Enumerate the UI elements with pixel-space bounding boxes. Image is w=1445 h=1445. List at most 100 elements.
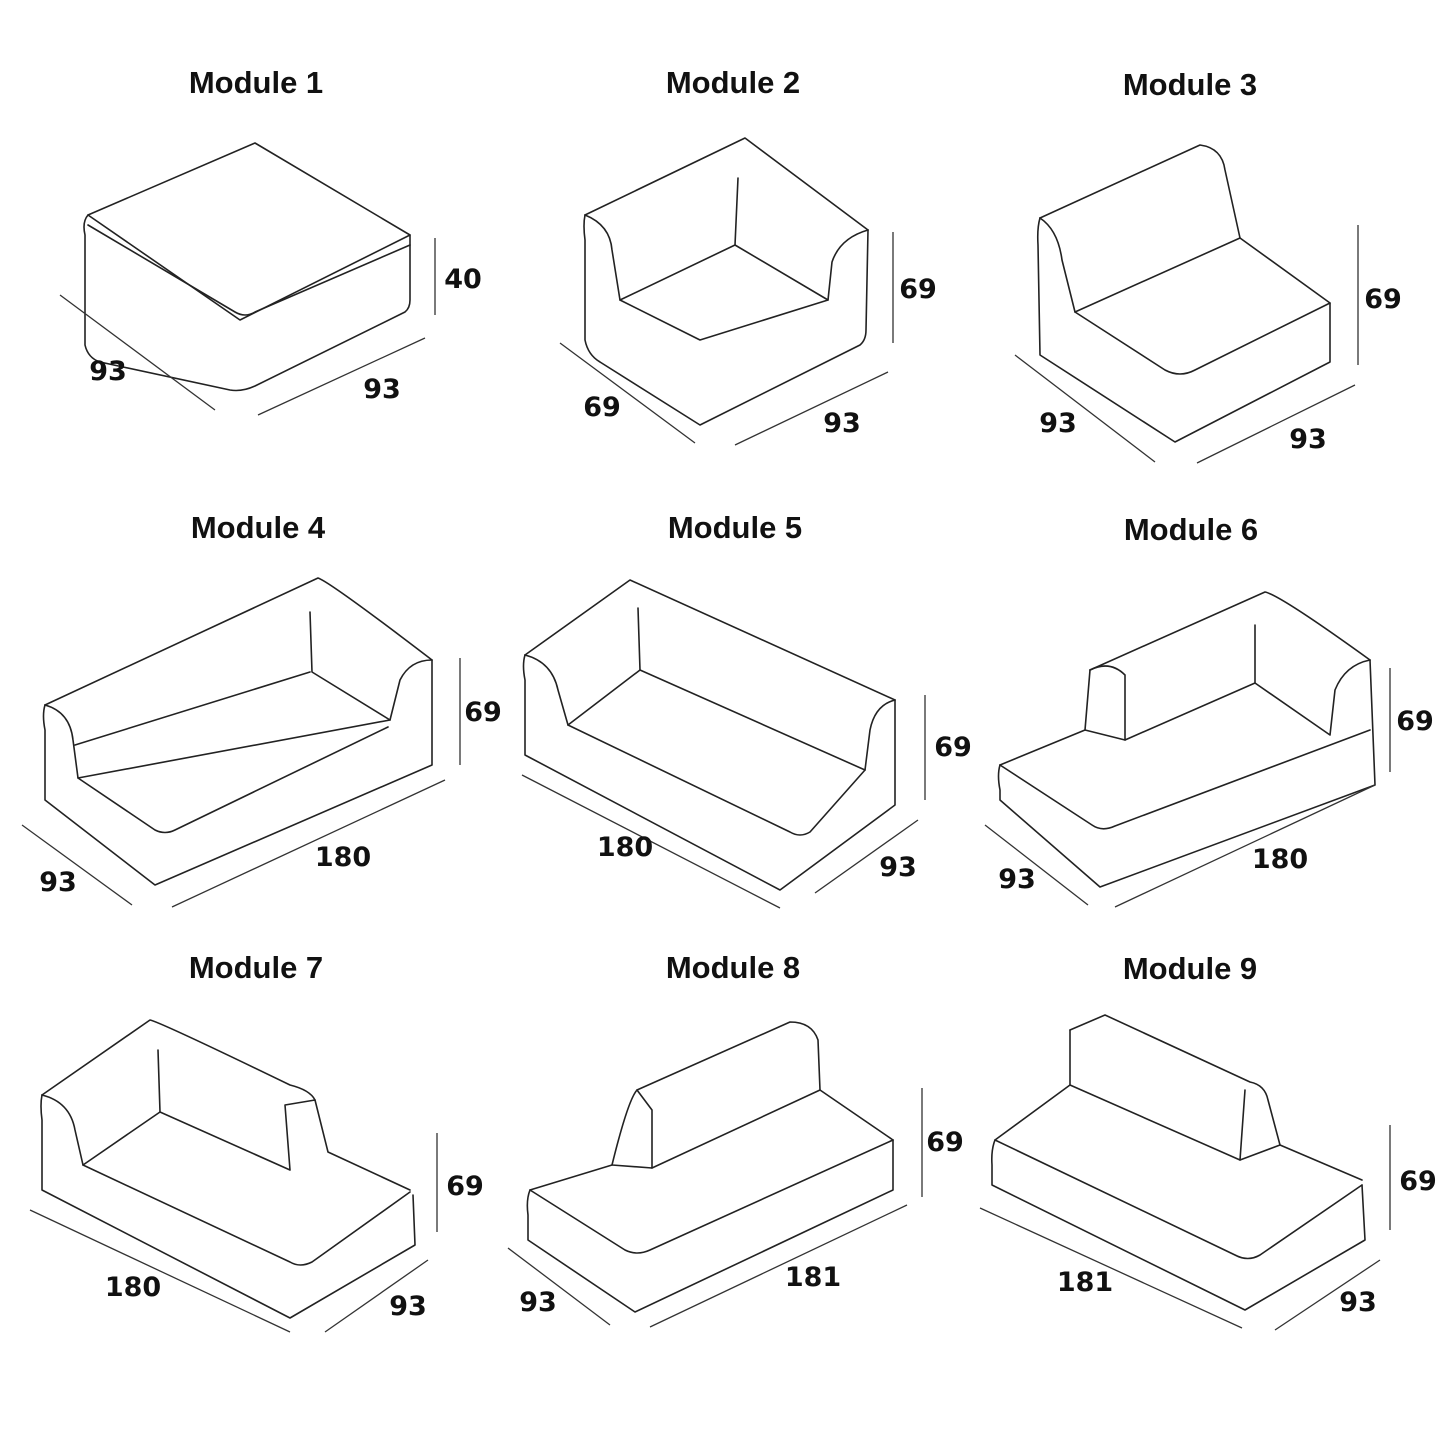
sofa-outline	[44, 659, 433, 779]
height-label: 69	[1399, 1166, 1437, 1197]
sofa-outline	[87, 142, 411, 321]
width-dimension-line	[649, 1204, 908, 1328]
width-label: 180	[1252, 844, 1308, 875]
depth-label: 93	[998, 864, 1036, 895]
height-label: 69	[934, 732, 972, 763]
depth-dimension-line	[984, 824, 1089, 906]
sofa-outline	[994, 1084, 1363, 1260]
sofa-outline	[83, 214, 411, 392]
width-label: 181	[785, 1262, 841, 1293]
sofa-outline	[584, 177, 739, 301]
module-3-drawing: 93 93 69	[1014, 144, 1402, 464]
sofa-outline	[1239, 1144, 1363, 1181]
width-label: 93	[823, 408, 861, 439]
module-4-title: Module 4	[190, 510, 326, 545]
sofa-outline	[82, 1164, 411, 1266]
sofa-outline	[44, 577, 433, 706]
sofa-outline	[999, 729, 1371, 830]
height-label: 69	[899, 274, 937, 305]
height-label: 40	[444, 264, 482, 295]
width-dimension-line	[814, 819, 919, 894]
width-label: 93	[389, 1291, 427, 1322]
width-label: 93	[363, 374, 401, 405]
module-2-drawing: 69 93 69	[559, 137, 937, 446]
depth-dimension-line	[29, 1209, 291, 1333]
sofa-outline	[1254, 659, 1371, 736]
height-label: 69	[926, 1127, 964, 1158]
module-9-drawing: 181 93 69	[979, 1014, 1437, 1331]
sofa-outline	[619, 299, 829, 341]
module-5-drawing: 180 93 69	[521, 579, 972, 909]
width-dimension-line	[171, 779, 446, 908]
depth-dimension-line	[21, 824, 133, 906]
module-7-title: Module 7	[188, 950, 324, 985]
sofa-outline	[74, 671, 311, 746]
sofa-outline	[41, 1019, 316, 1101]
sofa-outline	[651, 1089, 894, 1169]
height-label: 69	[464, 697, 502, 728]
depth-dimension-line	[521, 774, 781, 909]
sofa-outline	[87, 224, 411, 316]
module-6-title: Module 6	[1123, 512, 1259, 547]
sofa-outline	[999, 669, 1091, 766]
depth-label: 93	[519, 1287, 557, 1318]
sofa-outline	[524, 607, 641, 726]
width-dimension-line	[1196, 384, 1356, 464]
sofa-outline	[1089, 591, 1371, 671]
width-dimension-line	[257, 337, 426, 416]
width-label: 93	[1289, 424, 1327, 455]
sofa-outline	[1089, 624, 1256, 741]
width-dimension-line	[1114, 784, 1376, 908]
depth-label: 69	[583, 392, 621, 423]
sofa-outline	[159, 1099, 411, 1191]
sofa-outline	[991, 1139, 1366, 1311]
sofa-outline	[584, 137, 869, 231]
module-9-title: Module 9	[1122, 951, 1258, 986]
sofa-outline	[1039, 144, 1241, 239]
module-7-drawing: 180 93 69	[29, 1019, 484, 1333]
width-label: 180	[315, 842, 371, 873]
depth-dimension-line	[59, 294, 216, 411]
depth-label: 180	[105, 1272, 161, 1303]
sofa-outline	[522, 654, 896, 891]
sofa-outline	[1036, 217, 1331, 443]
sofa-outline	[583, 214, 869, 426]
depth-label: 93	[1039, 408, 1077, 439]
height-label: 69	[446, 1171, 484, 1202]
sofa-outline	[611, 1089, 653, 1169]
depth-dimension-line	[979, 1207, 1243, 1329]
module-3-title: Module 3	[1122, 67, 1258, 102]
sofa-outline	[734, 229, 869, 301]
module-5-title: Module 5	[667, 510, 803, 545]
sofa-outline	[639, 669, 866, 771]
width-label: 93	[1339, 1287, 1377, 1318]
width-label: 93	[879, 852, 917, 883]
depth-label: 181	[1057, 1267, 1113, 1298]
sofa-outline	[1039, 217, 1241, 313]
sofa-outline	[41, 1049, 161, 1166]
sofa-outline	[524, 579, 896, 701]
module-1-title: Module 1	[188, 65, 324, 100]
height-label: 69	[1364, 284, 1402, 315]
module-8-title: Module 8	[665, 950, 801, 985]
sofa-outline	[1069, 1029, 1246, 1161]
sofa-outline	[309, 611, 391, 721]
depth-dimension-line	[1014, 354, 1156, 463]
depth-dimension-line	[507, 1247, 611, 1326]
module-4-drawing: 93 180 69	[21, 577, 502, 908]
module-8-drawing: 93 181 69	[507, 1021, 964, 1328]
depth-label: 93	[39, 867, 77, 898]
width-dimension-line	[734, 371, 889, 446]
sofa-outline	[40, 1094, 416, 1319]
sofa-outline	[567, 699, 896, 836]
sofa-outline	[997, 659, 1376, 888]
module-2-title: Module 2	[665, 65, 801, 100]
sofa-outline	[526, 1139, 894, 1313]
depth-label: 180	[597, 832, 653, 863]
sofa-outline	[77, 726, 389, 834]
sofa-outline	[1069, 1014, 1281, 1146]
depth-dimension-line	[559, 342, 696, 444]
